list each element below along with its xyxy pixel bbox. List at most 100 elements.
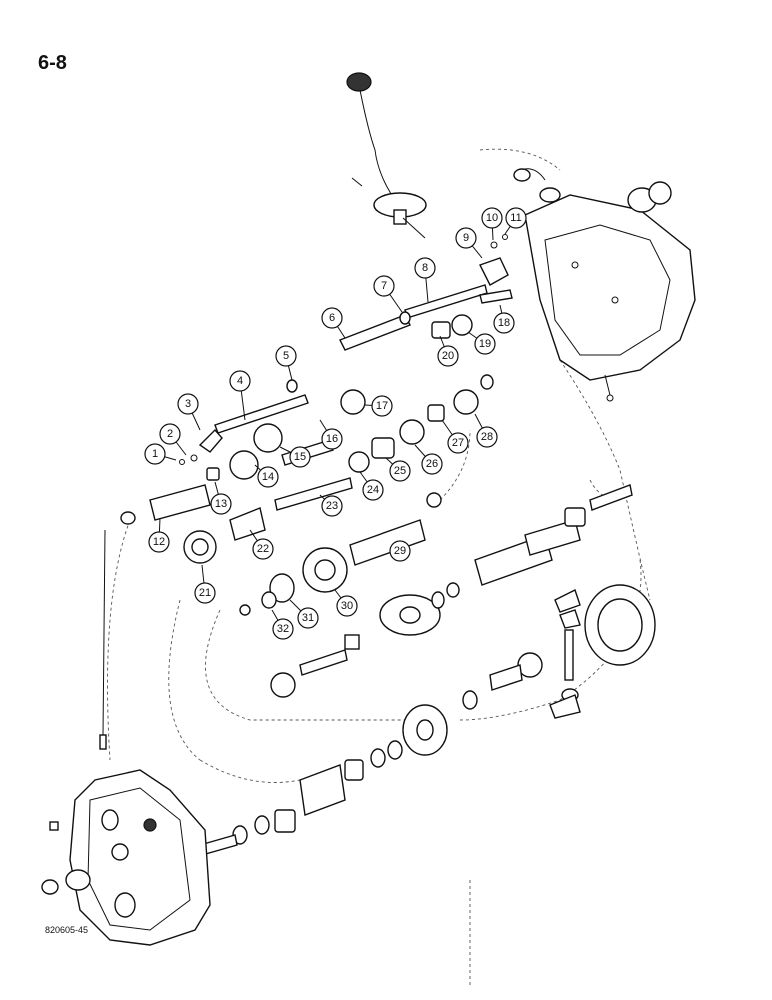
callout-label: 19 xyxy=(479,338,491,350)
callout-3: 3 xyxy=(177,393,199,415)
callout-circle xyxy=(474,333,496,355)
callout-6: 6 xyxy=(321,307,343,329)
callout-circle xyxy=(321,495,343,517)
callout-8: 8 xyxy=(414,257,436,279)
callout-circle xyxy=(272,618,294,640)
callout-label: 7 xyxy=(381,280,387,292)
callout-label: 23 xyxy=(326,500,338,512)
callout-14: 14 xyxy=(257,466,279,488)
callout-12: 12 xyxy=(148,531,170,553)
callout-label: 21 xyxy=(199,587,211,599)
callout-circle xyxy=(321,428,343,450)
callout-21: 21 xyxy=(194,582,216,604)
callout-7: 7 xyxy=(373,275,395,297)
callout-label: 26 xyxy=(426,458,438,470)
shift-lever xyxy=(346,72,427,239)
callout-circle xyxy=(144,443,166,465)
callout-17: 17 xyxy=(371,395,393,417)
callout-circle xyxy=(421,453,443,475)
callout-27: 27 xyxy=(447,432,469,454)
callout-circle xyxy=(362,479,384,501)
callout-circle xyxy=(389,540,411,562)
callout-18: 18 xyxy=(493,312,515,334)
callout-circle xyxy=(371,395,393,417)
callout-label: 31 xyxy=(302,612,314,624)
callout-15: 15 xyxy=(289,446,311,468)
callout-25: 25 xyxy=(389,460,411,482)
callout-31: 31 xyxy=(297,607,319,629)
callout-circle xyxy=(414,257,436,279)
callout-30: 30 xyxy=(336,595,358,617)
callout-label: 8 xyxy=(422,262,428,274)
callout-label: 22 xyxy=(257,543,269,555)
callout-circle xyxy=(321,307,343,329)
callout-32: 32 xyxy=(272,618,294,640)
callout-label: 12 xyxy=(153,536,165,548)
callout-19: 19 xyxy=(474,333,496,355)
reference-code: 820605-45 xyxy=(45,925,89,935)
callout-26: 26 xyxy=(421,453,443,475)
callout-circle xyxy=(389,460,411,482)
callout-circle xyxy=(252,538,274,560)
callout-10: 10 xyxy=(481,207,503,229)
callout-label: 4 xyxy=(237,375,243,387)
callout-label: 24 xyxy=(367,484,379,496)
callout-label: 15 xyxy=(294,451,306,463)
callout-circle xyxy=(476,426,498,448)
callout-circle xyxy=(210,493,232,515)
callout-label: 27 xyxy=(452,437,464,449)
callout-circle xyxy=(159,423,181,445)
callout-label: 30 xyxy=(341,600,353,612)
page-number: 6-8 xyxy=(38,52,67,74)
callout-2: 2 xyxy=(159,423,181,445)
callout-13: 13 xyxy=(210,493,232,515)
left-housing xyxy=(41,529,211,946)
callout-circle xyxy=(229,370,251,392)
callout-circle xyxy=(257,466,279,488)
lower-shaft-assembly xyxy=(199,484,656,856)
callout-circle xyxy=(289,446,311,468)
callout-23: 23 xyxy=(321,495,343,517)
callout-circle xyxy=(336,595,358,617)
callout-label: 2 xyxy=(167,428,173,440)
callout-label: 32 xyxy=(277,623,289,635)
callout-1: 1 xyxy=(144,443,166,465)
callout-label: 6 xyxy=(329,312,335,324)
callout-label: 9 xyxy=(463,232,469,244)
callout-circle xyxy=(437,345,459,367)
callout-label: 10 xyxy=(486,212,498,224)
callout-label: 5 xyxy=(283,350,289,362)
callout-24: 24 xyxy=(362,479,384,501)
callout-circle xyxy=(373,275,395,297)
callout-11: 11 xyxy=(505,207,527,229)
shift-rail-assembly xyxy=(179,234,509,465)
callout-label: 1 xyxy=(152,448,158,460)
callout-label: 20 xyxy=(442,350,454,362)
callout-label: 13 xyxy=(215,498,227,510)
callout-circle xyxy=(505,207,527,229)
right-housing xyxy=(513,168,696,402)
callout-label: 14 xyxy=(262,471,274,483)
callout-16: 16 xyxy=(321,428,343,450)
callout-label: 17 xyxy=(376,400,388,412)
callout-label: 28 xyxy=(481,431,493,443)
callout-circle xyxy=(148,531,170,553)
callout-4: 4 xyxy=(229,370,251,392)
callout-circle xyxy=(455,227,477,249)
callout-circle xyxy=(275,345,297,367)
callout-circle xyxy=(447,432,469,454)
callout-label: 16 xyxy=(326,433,338,445)
callout-20: 20 xyxy=(437,345,459,367)
callout-label: 29 xyxy=(394,545,406,557)
callout-circle xyxy=(297,607,319,629)
callout-28: 28 xyxy=(476,426,498,448)
callout-circle xyxy=(194,582,216,604)
callout-29: 29 xyxy=(389,540,411,562)
callout-label: 11 xyxy=(510,212,521,224)
callout-22: 22 xyxy=(252,538,274,560)
callout-label: 25 xyxy=(394,465,406,477)
callout-5: 5 xyxy=(275,345,297,367)
gear-train xyxy=(120,289,513,609)
callout-circle xyxy=(493,312,515,334)
